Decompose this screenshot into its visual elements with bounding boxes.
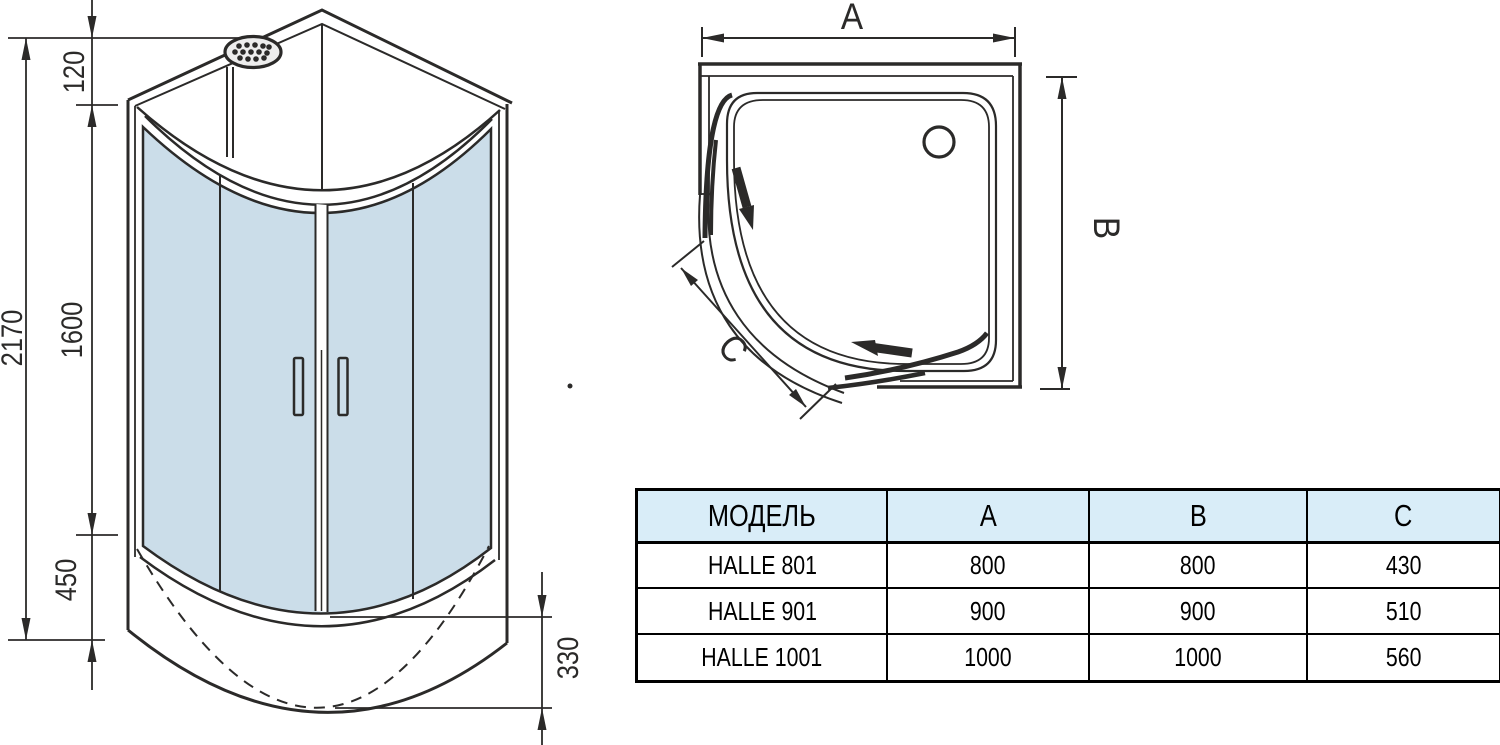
table-row-0-c: 430 <box>1308 544 1499 589</box>
table-header-b: B <box>1090 491 1308 544</box>
top-view-walls <box>698 62 1022 389</box>
table-row-0-b: 800 <box>1090 544 1308 589</box>
drain-icon <box>922 125 956 159</box>
door-handle-right <box>337 356 349 417</box>
table-row-2-model: HALLE 1001 <box>638 635 888 680</box>
table-row-1-b: 900 <box>1090 589 1308 635</box>
table-row-1-a: 900 <box>888 589 1090 635</box>
table-header-c: C <box>1308 491 1499 544</box>
dim-a: A <box>701 0 1016 57</box>
dim-label-total-height: 2170 <box>0 310 28 367</box>
ink-speck <box>567 383 573 389</box>
door-slide-arrows <box>731 166 913 358</box>
dim-label-base: 450 <box>49 559 82 602</box>
sliding-door-panels <box>702 92 989 391</box>
dim-label-a: A <box>841 0 864 37</box>
table-row-1-c: 510 <box>1308 589 1499 635</box>
table-row-0-a: 800 <box>888 544 1090 589</box>
cabin-elevation <box>126 8 573 714</box>
door-track-arcs <box>698 192 845 404</box>
table-row-1-model: HALLE 901 <box>638 589 888 635</box>
top-view-drawing: A B C <box>671 0 1120 420</box>
dim-label-glass: 1600 <box>55 302 88 359</box>
tray-hidden-edge <box>136 545 490 709</box>
dim-label-b: B <box>1086 217 1120 239</box>
model-spec-table: МОДЕЛЬ A B C HALLE 801 800 800 430 HALLE… <box>635 488 1500 683</box>
dim-b: B <box>1040 76 1120 390</box>
table-header-a: A <box>888 491 1090 544</box>
table-row-2-a: 1000 <box>888 635 1090 680</box>
door-handle-left <box>292 356 305 417</box>
table-header-model: МОДЕЛЬ <box>638 491 888 544</box>
tray-rim <box>725 91 998 373</box>
front-view-drawing: 2170 120 1600 450 330 <box>0 0 584 745</box>
table-row-0-model: HALLE 801 <box>638 544 888 589</box>
table-row-2-c: 560 <box>1308 635 1499 680</box>
shower-head-icon <box>223 34 283 70</box>
table-row-2-b: 1000 <box>1090 635 1308 680</box>
front-view-dimensions: 2170 120 1600 450 330 <box>0 0 584 745</box>
dim-label-tray-depth: 330 <box>551 637 584 680</box>
dim-label-roof: 120 <box>57 51 90 94</box>
